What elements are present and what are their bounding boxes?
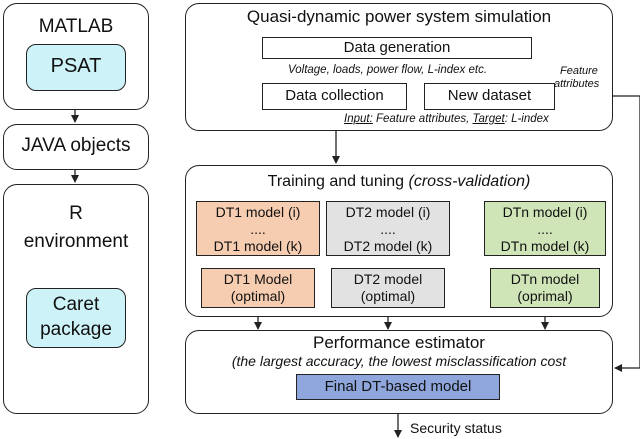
dtn-line2: .... [537, 221, 553, 237]
dt2-optimal-box: DT2 model (optimal) [331, 268, 445, 308]
training-title-text: Training and tuning [267, 173, 409, 190]
dt1-line3: DT1 model (k) [213, 238, 303, 254]
io-input-text: Feature attributes, [372, 113, 473, 125]
feature-note-line2: attributes [554, 78, 600, 90]
data-generation-label: Data generation [343, 39, 451, 56]
security-status-label: Security status [410, 420, 502, 436]
java-objects-box: JAVA objects [3, 124, 149, 170]
r-environment-box: R environment Caret package [3, 184, 149, 414]
new-dataset-label: New dataset [447, 87, 532, 104]
data-generation-box: Data generation [262, 37, 532, 59]
r-label: R [69, 203, 83, 224]
io-note: Input: Feature attributes, Target: L-ind… [344, 113, 549, 125]
dt1-candidates-box: DT1 model (i) .... DT1 model (k) [196, 201, 320, 256]
dt1-line2: .... [250, 221, 266, 237]
dt2-line2: .... [380, 221, 396, 237]
dtn-optimal-line2: (oprimal) [517, 288, 573, 304]
dt2-line1: DT2 model (i) [345, 204, 431, 220]
dt1-optimal-line2: (optimal) [230, 288, 286, 304]
training-title-note: (cross-validation) [408, 173, 531, 190]
psat-label: PSAT [50, 55, 102, 77]
data-collection-box: Data collection [262, 83, 407, 110]
data-collection-label: Data collection [285, 87, 384, 104]
generation-note: Voltage, loads, power flow, L-index etc. [288, 64, 488, 76]
io-target-label: Target [472, 113, 505, 125]
dtn-optimal-line1: DTn model [510, 271, 580, 287]
caret-label: Caret [52, 294, 100, 315]
dt1-optimal-line1: DT1 Model [223, 271, 293, 287]
caret-package-box: Caret package [26, 288, 126, 348]
dt2-candidates-box: DT2 model (i) .... DT2 model (k) [326, 201, 450, 256]
dt1-line1: DT1 model (i) [215, 204, 301, 220]
java-objects-label: JAVA objects [21, 135, 131, 156]
psat-box: PSAT [26, 44, 126, 91]
dtn-line1: DTn model (i) [502, 204, 588, 220]
dt2-line3: DT2 model (k) [343, 238, 433, 254]
dtn-candidates-box: DTn model (i) .... DTn model (k) [484, 201, 606, 256]
io-target-text: : L-index [504, 113, 549, 125]
final-model-label: Final DT-based model [324, 378, 472, 395]
new-dataset-box: New dataset [424, 83, 555, 110]
io-input-label: Input: [344, 113, 373, 125]
final-model-box: Final DT-based model [296, 374, 500, 400]
dtn-optimal-box: DTn model (oprimal) [490, 268, 600, 308]
performance-subtitle: (the largest accuracy, the lowest miscla… [231, 353, 567, 369]
dt2-optimal-line2: (optimal) [360, 288, 416, 304]
simulation-title: Quasi-dynamic power system simulation [246, 7, 552, 26]
matlab-title: MATLAB [38, 16, 114, 37]
package-label: package [40, 319, 112, 340]
performance-title: Performance estimator [313, 333, 485, 352]
dt2-optimal-line1: DT2 model [353, 271, 423, 287]
matlab-box: MATLAB PSAT [3, 3, 149, 110]
dtn-line3: DTn model (k) [500, 238, 590, 254]
feature-note-line1: Feature [560, 65, 598, 77]
performance-panel [185, 330, 613, 414]
training-title: Training and tuning (cross-validation) [185, 173, 613, 191]
environment-label: environment [23, 231, 129, 252]
dt1-optimal-box: DT1 Model (optimal) [201, 268, 315, 308]
